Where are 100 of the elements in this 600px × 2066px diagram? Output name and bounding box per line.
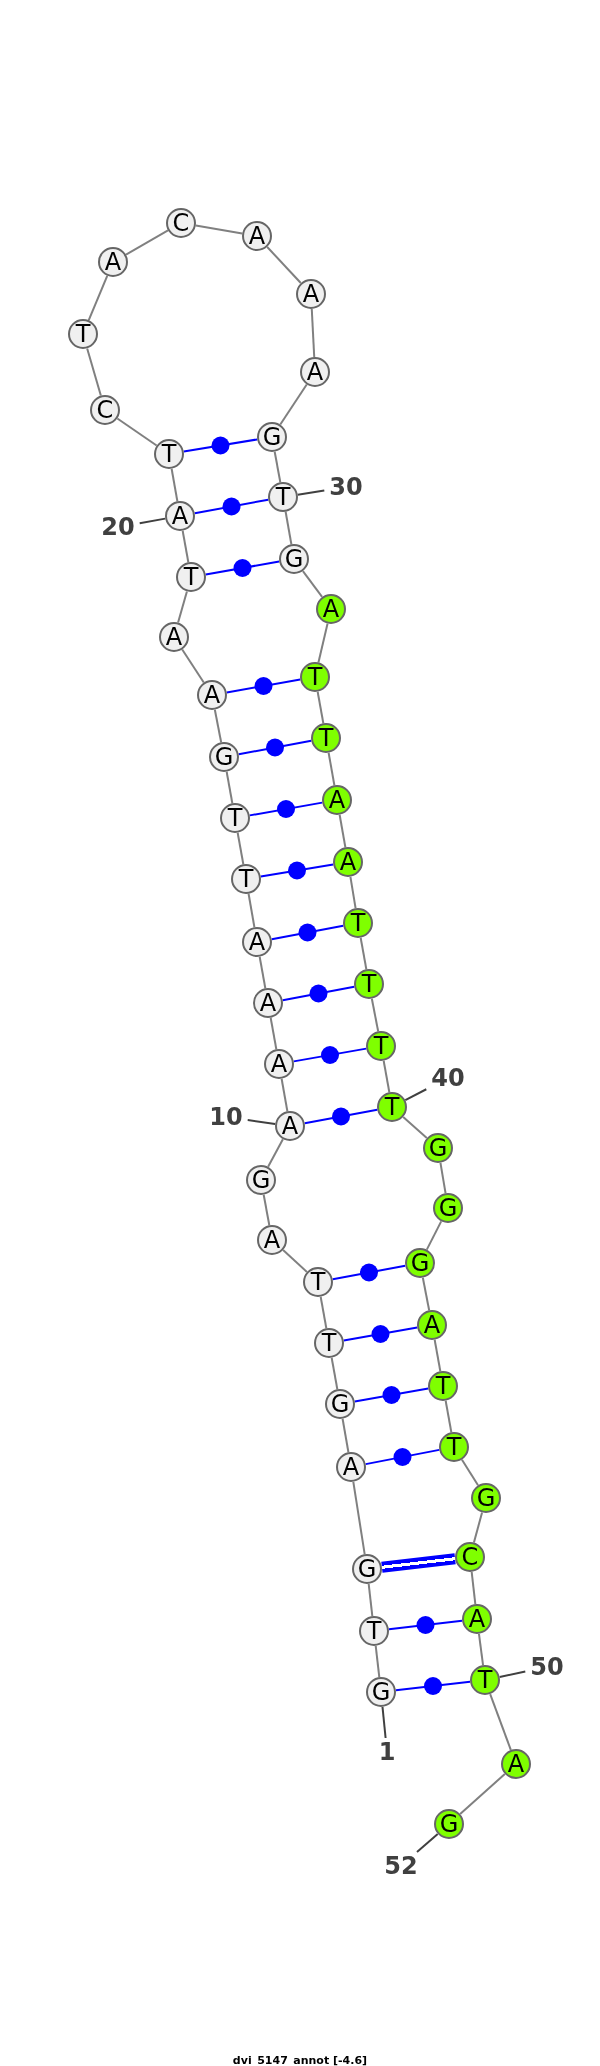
nucleotide-letter: T <box>435 1374 451 1398</box>
nucleotide-circle <box>176 562 206 592</box>
nucleotide-letter: A <box>248 224 266 248</box>
base-pair-line <box>259 861 335 880</box>
nucleotide-letter: A <box>342 1455 360 1479</box>
backbone-line <box>459 1773 506 1815</box>
base-pair-line <box>331 1263 407 1282</box>
nucleotide-circle <box>220 803 250 833</box>
backbone-line <box>284 510 293 546</box>
nucleotide-letter: C <box>461 1545 479 1569</box>
backbone-line <box>87 274 109 322</box>
backbone-line <box>213 708 223 744</box>
backbone-line <box>280 1077 289 1113</box>
backbone-line <box>282 1249 308 1273</box>
backbone-line <box>177 590 188 624</box>
nucleotide-letter: T <box>310 1270 326 1294</box>
leader-line <box>138 517 167 525</box>
nucleotide-circle <box>354 969 384 999</box>
base-pair-line <box>270 923 345 942</box>
nucleotide-letter: G <box>439 1812 459 1836</box>
nucleotide-letter: A <box>507 1752 525 1776</box>
backbone-line <box>125 229 169 256</box>
nucleotide-circle <box>242 221 272 251</box>
nucleotide-circle <box>366 1031 396 1061</box>
backbone-line <box>439 1161 447 1195</box>
backbone-line <box>402 1116 428 1139</box>
nucleotide-circle <box>68 319 98 349</box>
base-pair-line <box>182 436 259 455</box>
nucleotide-letter: A <box>302 282 320 306</box>
nucleotide-letter: G <box>438 1196 458 1220</box>
backbone-line <box>352 1480 366 1556</box>
nucleotide-letter: T <box>275 485 291 509</box>
backbone-line <box>225 770 234 805</box>
backbone-line <box>433 1338 442 1373</box>
nucleotide-circle <box>470 1665 500 1695</box>
backbone-line <box>359 936 368 971</box>
nucleotide-circle <box>90 395 120 425</box>
backbone-line <box>236 831 245 866</box>
nucleotide-letter: A <box>165 625 183 649</box>
backbone-line <box>170 467 179 503</box>
backbone-line <box>425 1220 443 1251</box>
position-number: 10 <box>204 1103 248 1131</box>
base-pair-line <box>281 984 356 1003</box>
leader-line <box>404 1088 428 1102</box>
nucleotide-circle <box>165 501 195 531</box>
position-number: 50 <box>525 1653 569 1681</box>
nucleotide-circle <box>231 864 261 894</box>
nucleotide-circle <box>311 723 341 753</box>
backbone-line <box>374 1644 381 1679</box>
base-pair-line <box>204 559 281 577</box>
double-base-pair-line <box>381 1553 456 1573</box>
backbone-line <box>181 529 190 564</box>
nucleotide-circle <box>159 622 189 652</box>
nucleotide-circle <box>501 1749 531 1779</box>
backbone-line <box>194 224 244 235</box>
backbone-line <box>267 1138 284 1168</box>
nucleotide-circle <box>428 1371 458 1401</box>
position-number: 30 <box>324 473 368 501</box>
nucleotide-circle <box>242 927 272 957</box>
nucleotide-letter: G <box>284 547 304 571</box>
base-pair-line <box>364 1448 441 1466</box>
nucleotide-letter: C <box>96 398 114 422</box>
base-pair-line <box>225 677 302 695</box>
nucleotide-letter: A <box>328 788 346 812</box>
nucleotide-letter: A <box>423 1313 441 1337</box>
nucleotide-letter: G <box>371 1680 391 1704</box>
position-number: 1 <box>373 1738 401 1766</box>
backbone-line <box>316 690 325 725</box>
nucleotide-letter: A <box>104 250 122 274</box>
backbone-line <box>319 1295 328 1330</box>
nucleotide-letter: A <box>248 930 266 954</box>
backbone-line <box>370 997 380 1033</box>
nucleotide-letter: T <box>307 665 323 689</box>
nucleotide-letter: G <box>476 1486 496 1510</box>
backbone-line <box>444 1399 453 1434</box>
backbone-line <box>382 1059 391 1094</box>
nucleotide-letter: T <box>318 726 334 750</box>
backbone-line <box>86 347 102 397</box>
base-pair-line <box>237 738 313 757</box>
base-pair-line <box>387 1616 464 1634</box>
backbone-line <box>317 622 329 664</box>
nucleotide-letter: T <box>75 322 91 346</box>
nucleotide-letter: T <box>238 867 254 891</box>
nucleotide-letter: A <box>339 850 357 874</box>
nucleotide-letter: A <box>281 1114 299 1138</box>
nucleotide-circle <box>300 662 330 692</box>
nucleotide-circle <box>359 1616 389 1646</box>
base-pair-line <box>394 1677 472 1695</box>
backbone-line <box>472 1511 484 1544</box>
backbone-line <box>338 813 347 849</box>
nucleotide-circle <box>316 594 346 624</box>
nucleotide-letter: T <box>161 442 177 466</box>
nucleotide-letter: C <box>172 211 190 235</box>
backbone-line <box>421 1276 431 1312</box>
nucleotide-letter: A <box>263 1228 281 1252</box>
base-pair-line <box>303 1107 379 1126</box>
nucleotide-circle <box>439 1432 469 1462</box>
backbone-line <box>367 1582 374 1618</box>
nucleotide-circle <box>275 1111 305 1141</box>
nucleotide-circle <box>417 1310 447 1340</box>
